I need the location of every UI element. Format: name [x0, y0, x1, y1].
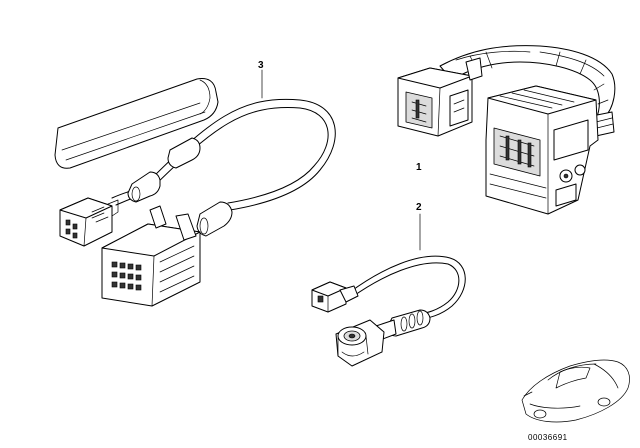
- pin-grid: [111, 261, 142, 291]
- harness-bundle: [439, 45, 616, 137]
- cable-loop: [111, 98, 336, 237]
- square-plug-connector: [397, 57, 483, 137]
- antenna-adapter-cable-part-2[interactable]: 2: [311, 202, 466, 367]
- callout-3: 3: [258, 60, 264, 99]
- small-plug-connector: [59, 197, 119, 247]
- document-number: 00036691: [528, 433, 568, 442]
- foam-sleeve: [54, 78, 219, 169]
- callout-1-label: 1: [416, 162, 422, 173]
- antenna-cable: [349, 255, 466, 321]
- callout-2-label: 2: [416, 202, 422, 213]
- interface-module-block: [485, 85, 599, 215]
- callout-2: 2: [416, 202, 422, 251]
- callout-1: 1: [416, 162, 422, 173]
- large-plug-connector: [101, 205, 201, 307]
- car-locator-thumbnail: [521, 359, 630, 423]
- fakra-plug: [311, 281, 359, 313]
- wiring-harness-part-1[interactable]: 1: [397, 45, 616, 215]
- round-antenna-connector: [335, 319, 385, 367]
- adapter-cable-part-3[interactable]: 3: [54, 60, 336, 307]
- callout-3-label: 3: [258, 60, 264, 71]
